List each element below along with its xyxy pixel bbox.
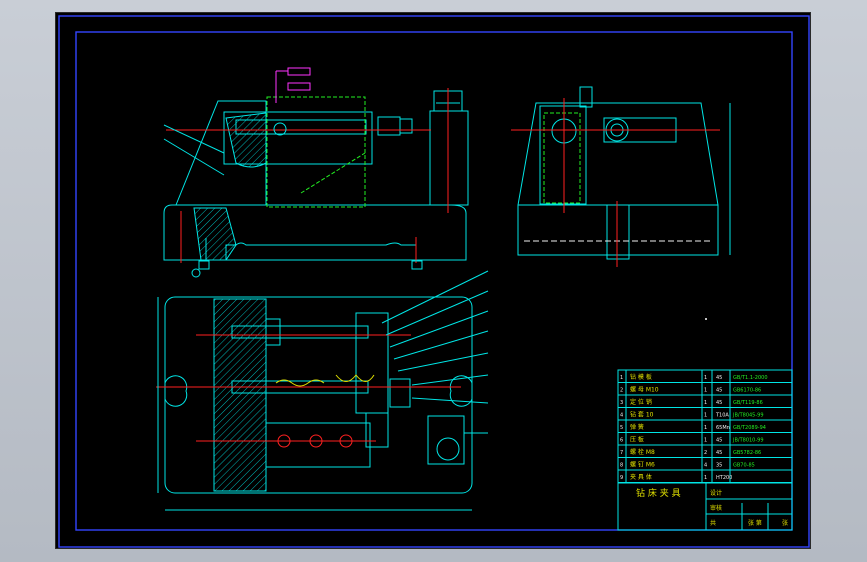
bom-cell-mat: 45 (716, 375, 722, 381)
bom-cell-no: 3 (620, 400, 623, 406)
inner-frame (75, 31, 793, 531)
outer-frame (58, 15, 810, 548)
bom-cell-no: 6 (620, 438, 623, 444)
bom-cell-qty: 1 (704, 475, 707, 481)
bom-cell-no: 8 (620, 463, 623, 469)
bom-cell-qty: 1 (704, 388, 707, 394)
bom-cell-no: 4 (620, 413, 623, 419)
bom-cell-name: 钻 套 10 (630, 411, 654, 419)
sheet-of-label: 张 第 (748, 519, 762, 527)
bom-cell-qty: 4 (704, 463, 707, 469)
bom-cell-mat: 45 (716, 450, 722, 456)
bom-cell-qty: 1 (704, 400, 707, 406)
bom-cell-name: 螺 栓 M8 (630, 448, 655, 456)
bom-cell-name: 弹 簧 (630, 423, 644, 431)
bom-cell-no: 7 (620, 450, 623, 456)
bom-cell-qty: 1 (704, 438, 707, 444)
bom-cell-std: GB/T2089-94 (733, 425, 766, 431)
bom-cell-no: 5 (620, 425, 623, 431)
bom-cell-std: GB/T119-86 (733, 400, 763, 406)
bom-cell-no: 2 (620, 388, 623, 394)
bom-cell-std: GB5782-86 (733, 450, 761, 456)
bom-cell-name: 夹 具 体 (630, 473, 652, 481)
bom-cell-name: 螺 钉 M6 (630, 461, 655, 469)
bom-cell-no: 1 (620, 375, 623, 381)
bom-cell-std: GB6170-86 (733, 388, 761, 394)
drawing-title: 钻 床 夹 具 (636, 487, 681, 499)
bom-cell-name: 螺 母 M10 (630, 386, 659, 394)
bom-cell-std: JB/T8045-99 (732, 413, 764, 419)
bom-cell-std: GB70-85 (733, 463, 755, 469)
bom-cell-name: 定 位 销 (630, 398, 652, 406)
bom-cell-mat: 45 (716, 400, 722, 406)
bom-cell-no: 9 (620, 475, 623, 481)
side-view[interactable] (511, 86, 731, 267)
bom-cell-qty: 1 (704, 413, 707, 419)
bom-cell-name: 钻 模 板 (630, 373, 652, 381)
bom-cell-mat: 65Mn (716, 425, 730, 431)
bom-cell-std: GB/T1.1-2000 (733, 375, 768, 381)
bom-cell-mat: T10A (715, 413, 729, 419)
bom-cell-name: 压 板 (630, 436, 644, 444)
bom-cell-mat: HT200 (716, 475, 732, 481)
sheet-unit-label: 张 (782, 519, 788, 527)
bom-cell-std: JB/T8010-99 (732, 438, 764, 444)
bom-cell-qty: 1 (704, 375, 707, 381)
bom-cell-mat: 35 (716, 463, 722, 469)
bom-cell-mat: 45 (716, 438, 722, 444)
sig-label-review: 审核 (710, 504, 722, 512)
sig-label-design: 设计 (710, 489, 722, 497)
bom-cell-qty: 1 (704, 425, 707, 431)
bom-cell-mat: 45 (716, 388, 722, 394)
top-view[interactable] (156, 270, 489, 511)
sheet-total-label: 共 (710, 519, 716, 527)
front-view[interactable] (163, 67, 469, 278)
bom-cell-qty: 2 (704, 450, 707, 456)
